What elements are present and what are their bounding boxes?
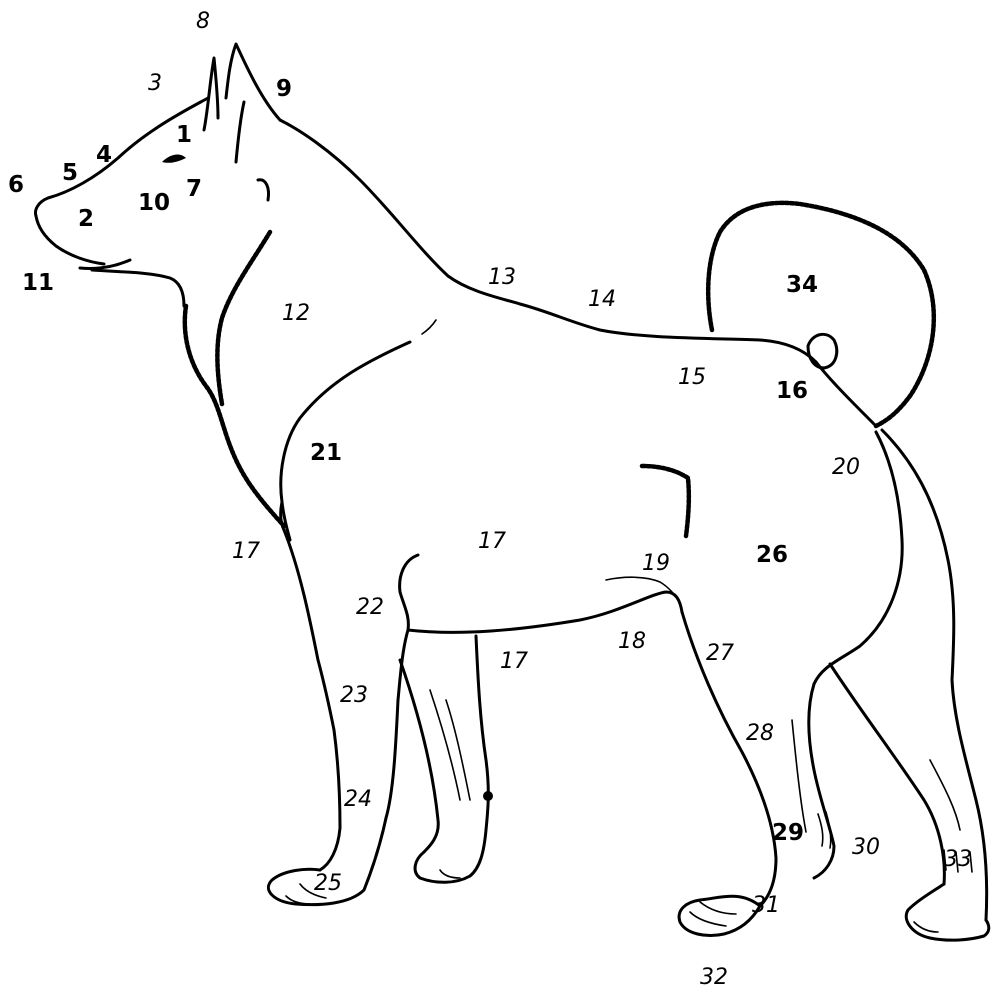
part-labels: 1 2 3 4 5 6 7 8 9 10 11 12 13 14 15 16 1… bbox=[8, 9, 972, 990]
label-30: 30 bbox=[852, 835, 880, 860]
far-front-paw-toes bbox=[440, 870, 460, 878]
tail-curl bbox=[708, 203, 934, 426]
label-11: 11 bbox=[22, 270, 54, 296]
label-23: 23 bbox=[340, 683, 368, 708]
eye bbox=[162, 155, 186, 163]
label-21: 21 bbox=[310, 440, 342, 466]
front-leg-front-edge bbox=[284, 530, 334, 730]
label-25: 25 bbox=[314, 871, 342, 896]
label-13: 13 bbox=[488, 265, 516, 290]
chest-ruff bbox=[185, 306, 284, 526]
rear-paw-toes bbox=[690, 902, 736, 926]
label-28: 28 bbox=[746, 721, 774, 746]
rump-line bbox=[816, 362, 876, 426]
label-9: 9 bbox=[276, 76, 292, 102]
flank-fur bbox=[642, 466, 689, 536]
label-27: 27 bbox=[706, 641, 734, 666]
label-22: 22 bbox=[356, 595, 384, 620]
belly-outline bbox=[408, 592, 682, 632]
label-19: 19 bbox=[642, 551, 670, 576]
far-rear-leg-front bbox=[830, 664, 944, 884]
label-18: 18 bbox=[618, 629, 646, 654]
neck-top-outline bbox=[280, 120, 520, 304]
label-34: 34 bbox=[786, 272, 818, 298]
label-4: 4 bbox=[96, 142, 112, 168]
label-14: 14 bbox=[588, 287, 616, 312]
front-leg-back-edge bbox=[386, 555, 418, 818]
far-rear-paw bbox=[906, 884, 989, 940]
label-1: 1 bbox=[176, 122, 192, 148]
rear-hock-back bbox=[809, 684, 834, 878]
back-outline bbox=[520, 304, 816, 362]
label-20: 20 bbox=[832, 455, 860, 480]
label-29: 29 bbox=[772, 820, 804, 846]
far-rear-paw-toes bbox=[914, 922, 938, 932]
left-ear-outline bbox=[204, 58, 218, 130]
label-17-belly: 17 bbox=[500, 649, 528, 674]
far-front-leg-front bbox=[400, 660, 438, 852]
label-2: 2 bbox=[78, 206, 94, 232]
label-10: 10 bbox=[138, 190, 170, 216]
label-17-side: 17 bbox=[478, 529, 506, 554]
label-33: 33 bbox=[944, 847, 972, 872]
label-16: 16 bbox=[776, 378, 808, 404]
label-26: 26 bbox=[756, 542, 788, 568]
label-32: 32 bbox=[700, 965, 728, 990]
label-8: 8 bbox=[196, 9, 210, 34]
label-24: 24 bbox=[344, 787, 372, 812]
label-6: 6 bbox=[8, 172, 24, 198]
dewclaw bbox=[483, 791, 493, 801]
rear-paw bbox=[679, 896, 760, 935]
right-ear-inner bbox=[236, 102, 244, 162]
far-front-leg-back bbox=[470, 636, 488, 876]
ear-base-curl bbox=[258, 180, 269, 200]
right-ear-outline bbox=[226, 44, 280, 120]
label-7: 7 bbox=[186, 176, 202, 202]
label-17-chest: 17 bbox=[232, 539, 260, 564]
shoulder-ruff bbox=[217, 232, 270, 404]
shoulder-line bbox=[281, 342, 410, 540]
label-5: 5 bbox=[62, 160, 78, 186]
label-31: 31 bbox=[752, 893, 780, 918]
label-15: 15 bbox=[678, 365, 706, 390]
label-12: 12 bbox=[282, 301, 310, 326]
far-leg-shading bbox=[430, 690, 470, 800]
far-front-paw bbox=[415, 852, 470, 882]
front-pastern bbox=[320, 730, 340, 870]
jaw-outline bbox=[92, 270, 184, 306]
dog-outline bbox=[36, 44, 989, 940]
shoulder-hint bbox=[422, 320, 436, 334]
label-3: 3 bbox=[148, 71, 162, 96]
tail-root bbox=[808, 334, 837, 368]
